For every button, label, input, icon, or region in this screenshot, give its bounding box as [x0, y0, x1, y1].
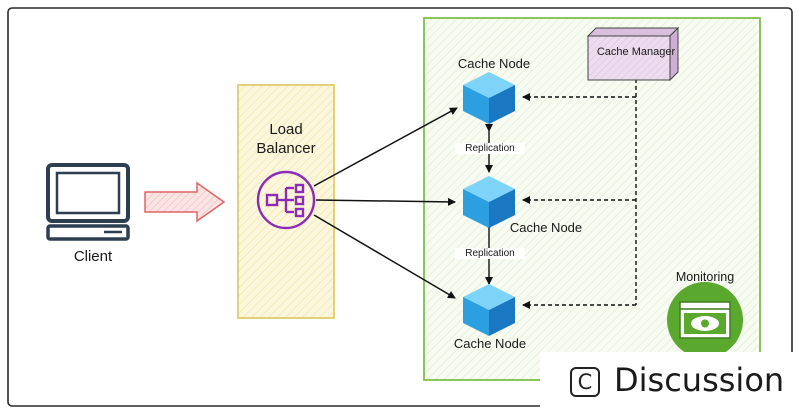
replication-label-2: Replication	[455, 248, 525, 259]
discussion-label: Discussion	[614, 361, 785, 399]
load-balancer-icon	[256, 170, 316, 230]
balancer-to-node2-arrow	[315, 197, 456, 206]
load-balancer-label: Load Balancer	[256, 121, 316, 157]
cache-node-2-icon	[463, 176, 515, 228]
cache-manager-label: Cache Manager	[596, 46, 676, 58]
monitoring-icon	[667, 282, 743, 358]
cache-node-1-label: Cache Node	[457, 56, 531, 71]
balancer-to-node1-arrow	[313, 107, 458, 187]
monitoring-label: Monitoring	[675, 270, 735, 284]
client-icon	[46, 163, 130, 241]
outer-frame	[7, 7, 793, 407]
cache-node-1-icon	[463, 72, 515, 124]
discussion-badge[interactable]: C Discussion	[540, 352, 800, 414]
cache-manager-links	[522, 79, 637, 309]
cache-node-2-label: Cache Node	[509, 220, 583, 235]
discussion-logo-icon: C	[570, 367, 600, 397]
cache-node-3-label: Cache Node	[453, 336, 527, 351]
client-to-balancer-arrow	[144, 181, 226, 223]
replication-label-1: Replication	[455, 143, 525, 154]
cache-node-3-icon	[463, 284, 515, 336]
cache-manager-box	[586, 26, 680, 82]
client-label: Client	[73, 248, 113, 265]
balancer-to-node3-arrow	[313, 214, 456, 299]
